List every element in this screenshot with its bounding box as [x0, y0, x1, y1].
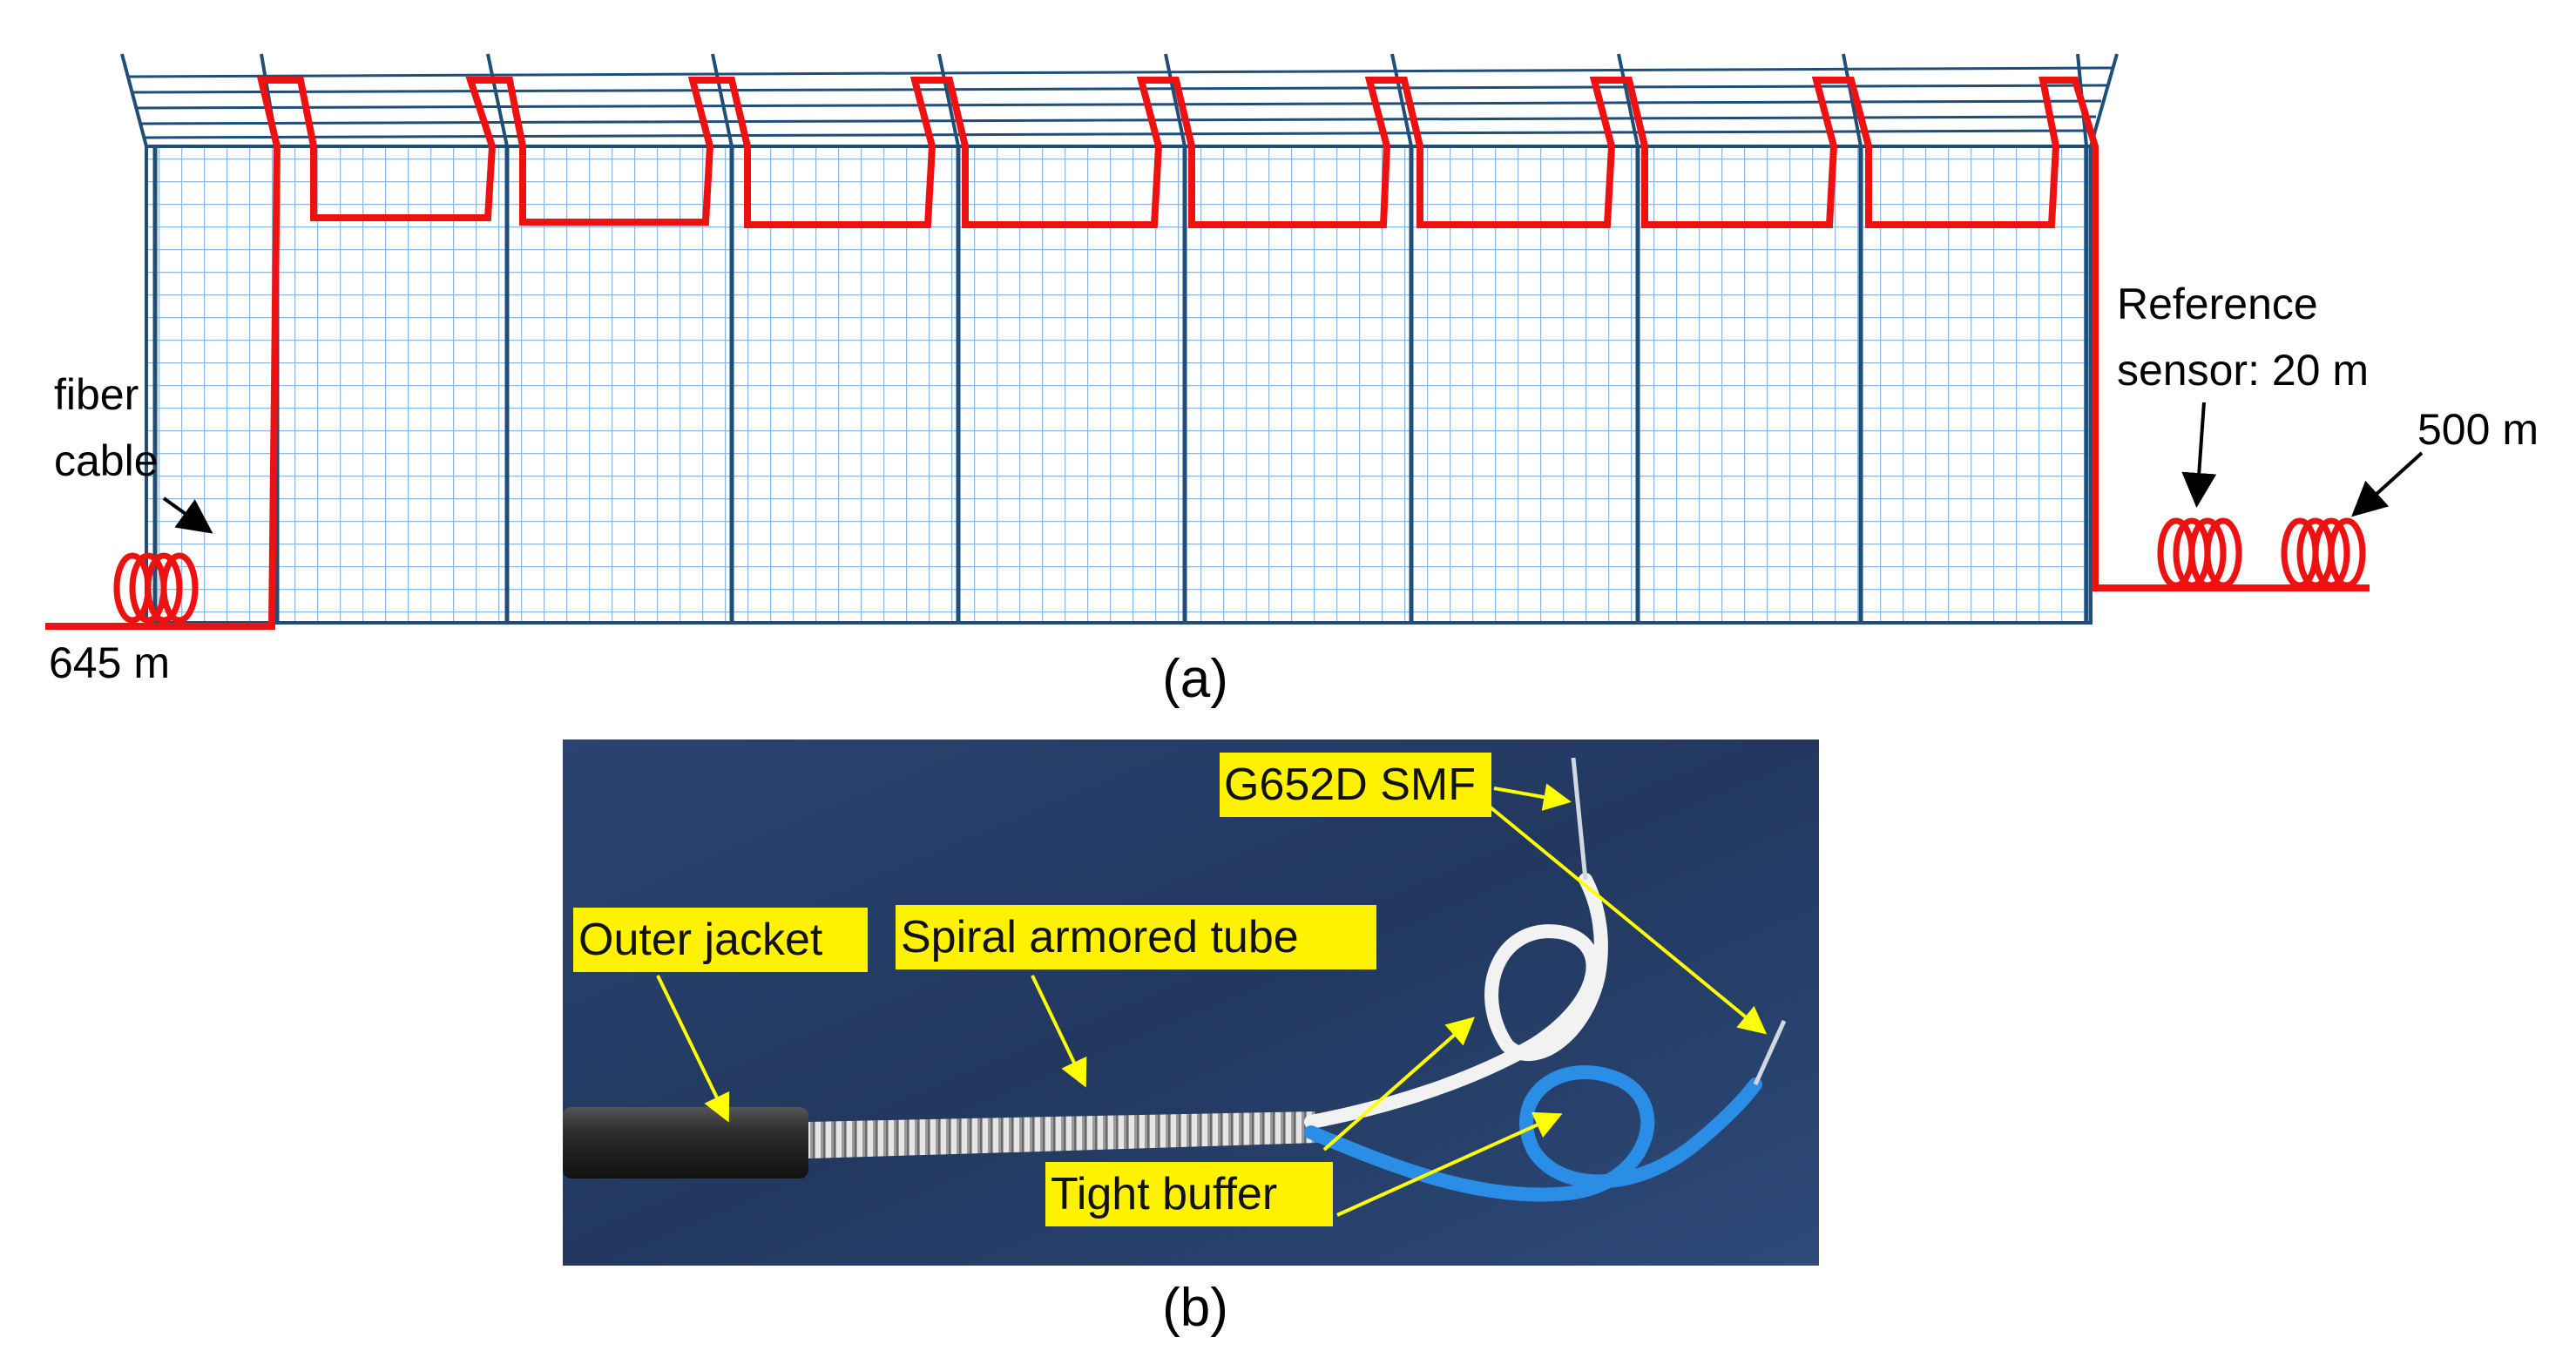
- outer-jacket-label-bg: [573, 908, 868, 972]
- white-smf: [1571, 757, 1588, 881]
- spiral-armored-tube: [808, 1111, 1317, 1158]
- tight-buffer-label-bg: [1045, 1162, 1333, 1226]
- panel-a: fiber cable 645 m Reference sensor: 20 m…: [45, 53, 2539, 709]
- spiral-tube-label-bg: [896, 905, 1376, 969]
- spiral-tube-label: Spiral armored tube: [901, 912, 1299, 962]
- arrow-outer-jacket: [656, 975, 730, 1123]
- arrow-smf-blue: [1484, 801, 1768, 1035]
- arrow-buffer-white: [1322, 1016, 1475, 1152]
- outer-jacket: [563, 1107, 808, 1179]
- caption-b: (b): [1162, 1278, 1228, 1338]
- blue-tight-buffer: [1304, 1065, 1762, 1202]
- smf-label: G652D SMF: [1224, 760, 1476, 810]
- outer-jacket-label: Outer jacket: [578, 915, 823, 965]
- fiber-cable-label-2: cable: [54, 436, 159, 485]
- reference-arrow: [2181, 402, 2217, 508]
- reference-label-2: sensor: 20 m: [2117, 346, 2369, 395]
- length-500m-arrow: [2351, 451, 2424, 517]
- caption-a: (a): [1162, 649, 1228, 709]
- fence-mesh-border: [145, 145, 2093, 625]
- fiber-cable-arrow: [162, 496, 213, 534]
- arrow-smf-white: [1493, 783, 1572, 811]
- coil-20m: [2157, 517, 2242, 589]
- tight-buffer-label: Tight buffer: [1051, 1169, 1277, 1219]
- coil-645m: [113, 552, 199, 624]
- length-645m-label: 645 m: [49, 638, 170, 687]
- barbed-wires: [128, 66, 2113, 139]
- length-500m-label: 500 m: [2417, 405, 2539, 454]
- reference-label-1: Reference: [2117, 280, 2318, 328]
- white-tight-buffer: [1304, 873, 1608, 1129]
- smf-label-bg: [1220, 753, 1491, 817]
- arrow-spiral-tube: [1031, 975, 1087, 1088]
- panel-b: Outer jacket Spiral armored tube G652D S…: [563, 740, 1819, 1338]
- fiber-route-fence: [45, 77, 2370, 630]
- fiber-cable-label-1: fiber: [54, 370, 139, 419]
- yellow-arrows: [656, 783, 1768, 1217]
- coil-500m: [2281, 517, 2366, 589]
- arrow-buffer-blue: [1336, 1111, 1563, 1217]
- blue-smf: [1753, 1019, 1787, 1086]
